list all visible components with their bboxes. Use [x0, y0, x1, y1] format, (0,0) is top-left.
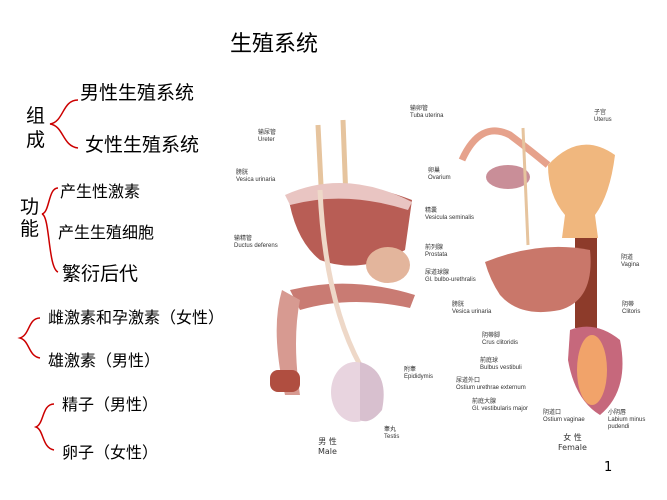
female-organs: [458, 127, 623, 415]
brace-composition: [49, 99, 79, 149]
function-item: 产生性激素: [60, 182, 141, 201]
brace-hormones: [17, 317, 41, 359]
function-item: 繁衍后代: [62, 263, 139, 285]
function-item: 产生生殖细胞: [58, 223, 155, 242]
function-label: 功能: [20, 196, 40, 240]
gamete-female: 卵子（女性）: [62, 443, 159, 462]
male-organs: [270, 119, 415, 422]
hormone-male: 雄激素（男性）: [48, 351, 161, 370]
composition-label: 组成: [26, 105, 46, 151]
page-title: 生殖系统: [230, 32, 319, 57]
composition-female: 女性生殖系统: [85, 134, 200, 156]
hormone-female: 雌激素和孕激素（女性）: [48, 308, 225, 327]
brace-function: [41, 187, 59, 273]
brace-gametes: [33, 403, 55, 451]
composition-male: 男性生殖系统: [80, 82, 195, 104]
page-number: 1: [604, 460, 613, 475]
gamete-male: 精子（男性）: [62, 395, 159, 414]
